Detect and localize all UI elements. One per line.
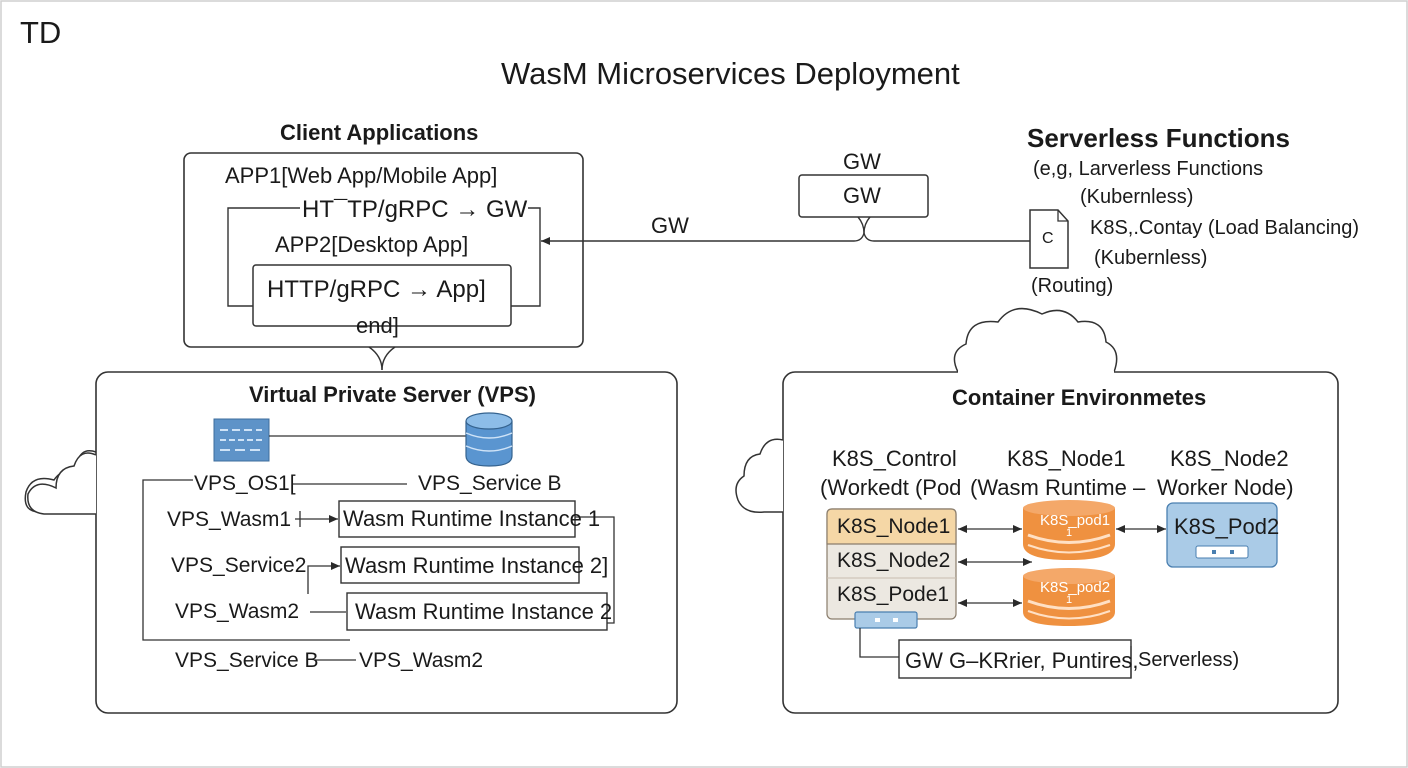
runtime-box-2-label: Wasm Runtime Instance 2]	[345, 553, 609, 578]
gw-arrow-label: GW	[651, 213, 689, 238]
gw-box-label: GW	[843, 183, 881, 208]
cloud-icon-top	[953, 307, 1118, 373]
file-icon	[1029, 209, 1069, 269]
client-apps-title: Client Applications	[280, 120, 479, 145]
k8s-node1-header: K8S_Node1	[1007, 446, 1126, 471]
vps-cloud-shape	[27, 452, 97, 515]
pod2-label: K8S_pod2	[1040, 579, 1111, 596]
gw-box	[798, 174, 929, 218]
k8s-pod2-label: K8S_Pod2	[1174, 514, 1280, 539]
serverless-line-5: (Routing)	[1031, 275, 1114, 297]
server-rack-icon	[213, 418, 270, 462]
vps-left-loop	[142, 479, 350, 641]
k8s-pod2-box	[1166, 502, 1278, 568]
runtime-box-1-label: Wasm Runtime Instance 1	[343, 506, 601, 531]
k8s-node2-header: K8S_Node2	[1170, 446, 1289, 471]
client-app2-label: APP2[Desktop App]	[275, 232, 469, 257]
file-glyph: C	[1042, 230, 1054, 247]
corner-label: TD	[20, 15, 62, 50]
diagram-title: WasM Microservices Deployment	[501, 56, 960, 91]
gateway-box	[898, 639, 1132, 679]
gw-client-arrow	[541, 216, 871, 245]
stack-item-node1: K8S_Node1	[837, 514, 951, 538]
k8s-control-subheader: (Workedt (Pod	[820, 475, 962, 500]
serverless-line-2: (Kubernless)	[1080, 186, 1194, 208]
serverless-line-1: (e,g, Larverless Functions	[1033, 158, 1264, 180]
vps-wasm2-label: VPS_Wasm2	[175, 600, 300, 623]
gw-caption: GW	[843, 149, 881, 174]
pod2-icon	[1023, 568, 1115, 626]
k8s-control-header: K8S_Control	[832, 446, 957, 471]
vps-os1-label: VPS_OS1[	[194, 472, 296, 495]
runtime-box-1	[338, 500, 576, 538]
client-protocol-app: HTTP/gRPC → App]	[267, 276, 486, 303]
vps-service-b-label: VPS_Service B	[418, 472, 562, 495]
client-app1-label: APP1[Web App/Mobile App]	[225, 163, 498, 188]
client-vps-connector	[368, 346, 383, 371]
serverless-line-4: (Kubernless)	[1094, 247, 1208, 269]
runtime-box-3	[346, 592, 608, 631]
stack-port-icon	[854, 611, 918, 629]
container-cloud-left	[735, 438, 784, 513]
k8s-node-stack	[826, 508, 957, 620]
vps-title: Virtual Private Server (VPS)	[249, 382, 536, 407]
app-loop-line-left	[227, 207, 300, 307]
vps-right-loop	[575, 516, 615, 624]
pod1-icon	[1023, 500, 1115, 560]
k8s-node1-subheader: (Wasm Runtime –	[970, 475, 1146, 500]
gw-serverless-line	[857, 216, 1030, 242]
vps-service-b-bottom-label: VPS_Service B	[175, 649, 319, 672]
app-loop-line-right	[511, 207, 541, 307]
runtime-box-3-label: Wasm Runtime Instance 2	[355, 599, 613, 624]
vps-wasm2-bottom-label: VPS_Wasm2	[359, 649, 484, 672]
pod1-label: K8S_pod1	[1040, 512, 1111, 529]
app2-inner-box	[252, 264, 512, 327]
serverless-title: Serverless Functions	[1027, 123, 1290, 153]
container-title: Container Environmetes	[952, 385, 1207, 410]
client-protocol-gw: HT¯TP/gRPC → GW	[302, 196, 528, 223]
pod1-sublabel: 1	[1066, 527, 1073, 539]
runtime-box-2	[340, 546, 580, 584]
pod2-sublabel: 1	[1066, 594, 1073, 606]
vps-service2-label: VPS_Service2	[171, 554, 307, 577]
gateway-box-label: GW G–KRrier, Puntires,	[905, 648, 1139, 673]
gateway-suffix-label: Serverless)	[1138, 649, 1240, 671]
database-icon	[465, 412, 513, 467]
stack-item-pode1: K8S_Pode1	[837, 583, 950, 606]
serverless-line-3: K8S,.Contay (Load Balancing)	[1090, 217, 1360, 239]
client-end-label: end]	[356, 313, 399, 338]
stack-item-node2: K8S_Node2	[837, 549, 951, 572]
k8s-node2-subheader: Worker Node)	[1157, 475, 1294, 500]
vps-wasm1-label: VPS_Wasm1	[167, 508, 292, 531]
